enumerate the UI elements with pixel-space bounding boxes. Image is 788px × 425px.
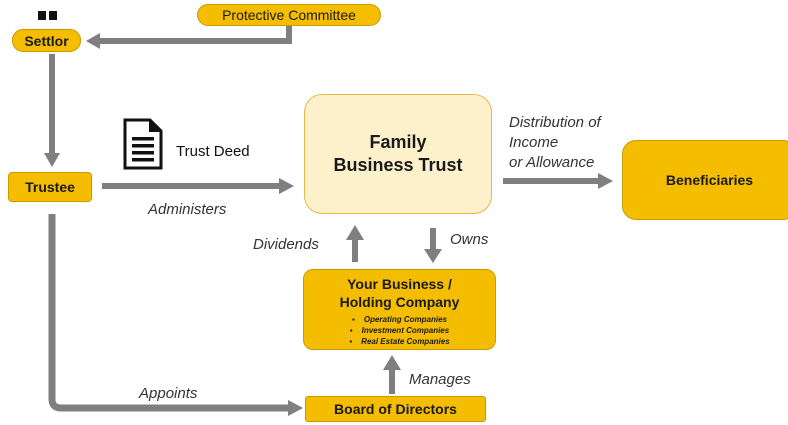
- arrowhead-appoints: [288, 400, 303, 416]
- business-title: Your Business / Holding Company: [339, 275, 460, 310]
- protective-committee-label: Protective Committee: [222, 7, 356, 23]
- distribution-line: or Allowance: [509, 154, 595, 171]
- manages-label: Manages: [409, 371, 471, 388]
- settlor-node: Settlor: [12, 29, 81, 52]
- business-item: Operating Companies: [349, 314, 449, 325]
- protective-committee-node: Protective Committee: [197, 4, 381, 26]
- business-item: Real Estate Companies: [349, 336, 449, 347]
- business-item: Investment Companies: [349, 325, 450, 336]
- owns-label: Owns: [450, 231, 489, 248]
- business-items: Operating Companies Investment Companies…: [349, 314, 449, 347]
- settlor-label: Settlor: [24, 32, 69, 49]
- arrow-committee-to-settlor: [100, 24, 292, 44]
- arrowhead-dividends: [346, 225, 364, 240]
- beneficiaries-label: Beneficiaries: [665, 172, 754, 188]
- business-node: Your Business / Holding Company Operatin…: [303, 269, 496, 350]
- family-trust-node: Family Business Trust: [304, 94, 492, 214]
- dividends-label: Dividends: [253, 236, 319, 253]
- distribution-line: Distribution of: [509, 114, 601, 131]
- arrowhead-committee-to-settlor: [86, 33, 100, 49]
- trust-deed-label: Trust Deed: [176, 143, 250, 160]
- arrowhead-trustee-to-trust: [279, 178, 294, 194]
- family-trust-label: Family Business Trust: [333, 132, 463, 175]
- arrowhead-owns: [424, 249, 442, 263]
- appoints-label: Appoints: [139, 385, 198, 402]
- trustee-node: Trustee: [8, 172, 92, 202]
- board-label: Board of Directors: [334, 401, 457, 417]
- board-node: Board of Directors: [305, 396, 486, 422]
- corner-marks: [38, 11, 57, 20]
- trustee-label: Trustee: [25, 179, 75, 195]
- arrow-appoints: [48, 214, 289, 412]
- arrowhead-settlor-to-trustee: [44, 153, 60, 167]
- arrowhead-manages: [383, 355, 401, 370]
- administers-label: Administers: [148, 201, 227, 218]
- beneficiaries-node: Beneficiaries: [622, 140, 788, 220]
- arrowhead-trust-to-beneficiaries: [598, 173, 613, 189]
- distribution-line: Income: [509, 134, 559, 151]
- document-icon: [123, 118, 163, 170]
- distribution-label: Distribution of Income or Allowance: [509, 113, 601, 173]
